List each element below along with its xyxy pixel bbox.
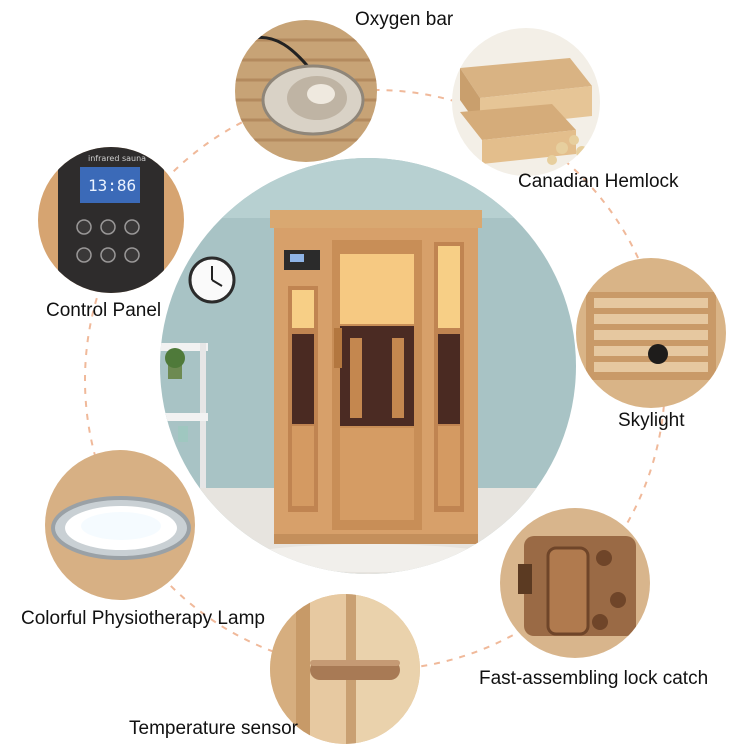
lock-catch-photo — [500, 508, 650, 658]
canadian-hemlock-photo — [452, 28, 600, 176]
canadian-hemlock-label: Canadian Hemlock — [518, 171, 679, 192]
physiotherapy-lamp-photo — [45, 450, 195, 600]
control-panel-photo: infrared sauna 13:86 — [38, 147, 184, 293]
clock-icon — [188, 256, 236, 304]
physiotherapy-lamp-label: Colorful Physiotherapy Lamp — [21, 608, 265, 629]
oxygen-bar-photo — [235, 20, 377, 162]
plant-icon — [165, 348, 188, 442]
temperature-sensor-label: Temperature sensor — [129, 718, 298, 739]
control-panel-label: Control Panel — [46, 300, 162, 321]
panel-brand-text: infrared sauna — [88, 154, 146, 163]
skylight-photo — [576, 258, 726, 408]
oxygen-bar-label: Oxygen bar — [355, 9, 454, 30]
skylight-label: Skylight — [618, 410, 685, 431]
panel-display-text: 13:86 — [88, 176, 136, 195]
lock-catch-label: Fast-assembling lock catch — [479, 668, 709, 689]
sauna-photo — [160, 158, 576, 574]
